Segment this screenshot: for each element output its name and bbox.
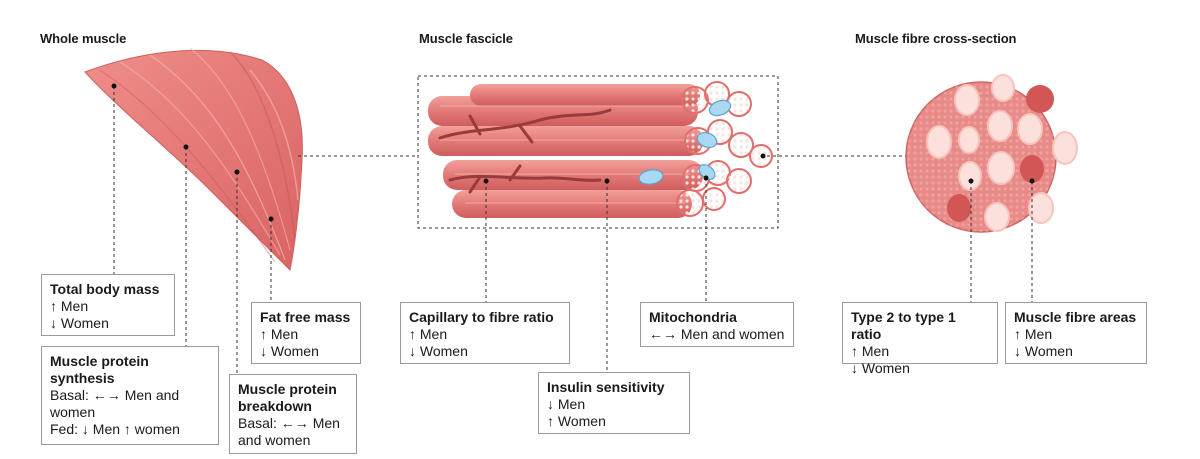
- box-line: ↓ Women: [50, 315, 109, 331]
- box-type-ratio: Type 2 to type 1 ratio ↑ Men ↓ Women: [842, 302, 998, 376]
- box-fat-free-mass: Fat free mass ↑ Men ↓ Women: [251, 302, 361, 364]
- box-title: Muscle protein synthesis: [50, 353, 149, 386]
- fascicle-points: [483, 153, 766, 184]
- box-title: Fat free mass: [260, 309, 351, 325]
- box-title: Capillary to fibre ratio: [409, 309, 554, 325]
- box-line: ↑ Men: [1014, 326, 1053, 342]
- box-title: Muscle fibre areas: [1014, 309, 1137, 325]
- cross-section-leaders: [970, 181, 1033, 302]
- box-title: Total body mass: [50, 281, 160, 297]
- whole-muscle-illustration: [84, 47, 303, 272]
- box-line: ↓ Men: [547, 396, 586, 412]
- fascicle-leaders: [485, 155, 906, 372]
- box-line: Basal: ←→ Men and women: [238, 415, 340, 448]
- box-line: ↑ Men: [260, 326, 299, 342]
- whole-muscle-points: [111, 83, 274, 222]
- box-protein-breakdown: Muscle protein breakdown Basal: ←→ Men a…: [229, 374, 357, 454]
- box-line: ←→ Men and women: [649, 326, 785, 342]
- box-line: ↑ Men: [851, 343, 890, 359]
- section-title-fascicle: Muscle fascicle: [419, 31, 513, 46]
- box-title: Mitochondria: [649, 309, 737, 325]
- box-protein-synthesis: Muscle protein synthesis Basal: ←→ Men a…: [41, 346, 219, 445]
- box-line: ↓ Women: [1014, 343, 1073, 359]
- box-capillary-ratio: Capillary to fibre ratio ↑ Men ↓ Women: [400, 302, 570, 364]
- box-line: ↓ Women: [851, 360, 910, 376]
- section-title-whole-muscle: Whole muscle: [40, 31, 127, 46]
- box-title: Insulin sensitivity: [547, 379, 665, 395]
- section-title-cross-section: Muscle fibre cross-section: [855, 31, 1017, 46]
- whole-muscle-leaders: [113, 86, 418, 374]
- box-line: ↓ Women: [409, 343, 468, 359]
- cross-section-illustration: [905, 74, 1078, 233]
- box-line: Fed: ↓ Men ↑ women: [50, 421, 180, 437]
- fascicle-illustration: [428, 81, 773, 218]
- box-line: ↑ Women: [547, 413, 606, 429]
- box-line: Basal: ←→ Men and women: [50, 387, 180, 420]
- box-fibre-areas: Muscle fibre areas ↑ Men ↓ Women: [1005, 302, 1147, 364]
- cross-section-points: [968, 178, 1035, 184]
- box-total-body-mass: Total body mass ↑ Men ↓ Women: [41, 274, 175, 336]
- box-line: ↑ Men: [409, 326, 448, 342]
- box-line: ↑ Men: [50, 298, 89, 314]
- fascicle-frame: [417, 75, 779, 229]
- box-line: ↓ Women: [260, 343, 319, 359]
- box-title: Muscle protein breakdown: [238, 381, 337, 414]
- box-insulin-sensitivity: Insulin sensitivity ↓ Men ↑ Women: [538, 372, 690, 434]
- box-title: Type 2 to type 1 ratio: [851, 309, 956, 342]
- box-mitochondria: Mitochondria ←→ Men and women: [640, 302, 794, 347]
